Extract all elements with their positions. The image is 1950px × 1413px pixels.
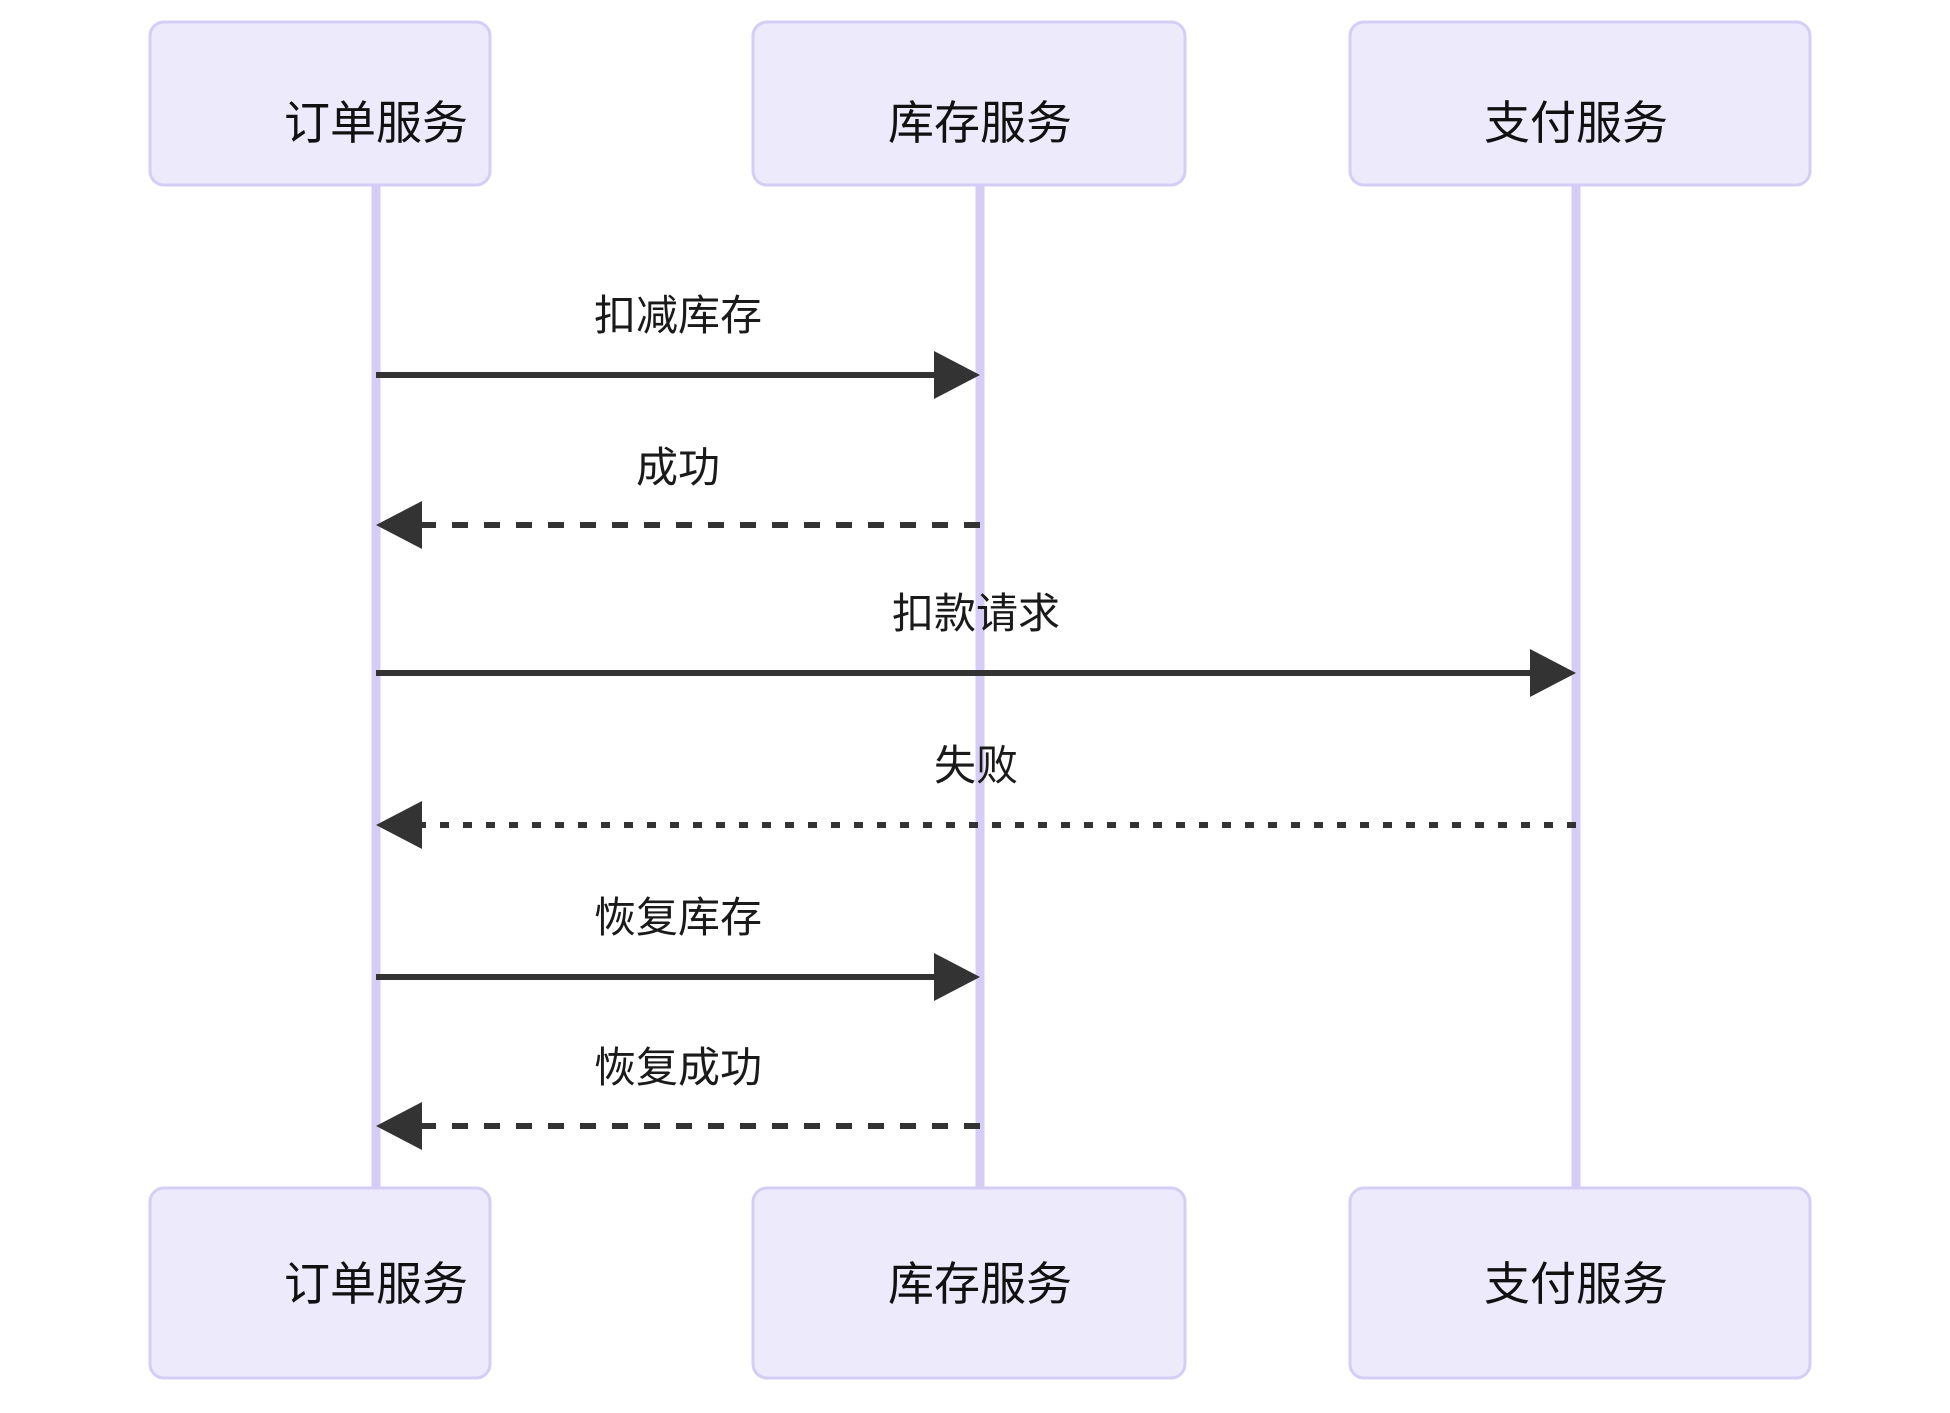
message-label: 成功	[636, 444, 720, 491]
arrow-head-right-icon	[934, 351, 980, 399]
participant-label: 订单服务	[284, 1258, 468, 1310]
message-5[interactable]: 恢复库存	[376, 894, 980, 1001]
message-label: 失败	[934, 742, 1018, 789]
participant-footer-order[interactable]: 订单服务	[148, 1186, 492, 1380]
participant-box[interactable]	[751, 20, 1187, 187]
participant-label: 支付服务	[1484, 97, 1668, 149]
message-label: 恢复成功	[594, 1044, 762, 1091]
participant-label: 支付服务	[1484, 1258, 1668, 1310]
participant-header-inventory[interactable]: 库存服务	[751, 20, 1187, 187]
message-4[interactable]: 失败	[376, 742, 1576, 849]
participant-box[interactable]	[148, 20, 492, 187]
message-3[interactable]: 扣款请求	[376, 590, 1576, 697]
participant-label: 订单服务	[284, 97, 468, 149]
participant-label: 库存服务	[888, 97, 1072, 149]
participant-header-payment[interactable]: 支付服务	[1348, 20, 1812, 187]
participant-box[interactable]	[751, 1186, 1187, 1380]
participant-box[interactable]	[148, 1186, 492, 1380]
participant-header-order[interactable]: 订单服务	[148, 20, 492, 187]
participant-label: 库存服务	[888, 1258, 1072, 1310]
arrow-head-left-icon	[376, 801, 422, 849]
lifelines-group	[371, 185, 1581, 1188]
message-2[interactable]: 成功	[376, 444, 980, 549]
participant-footer-payment[interactable]: 支付服务	[1348, 1186, 1812, 1380]
participant-box[interactable]	[1348, 1186, 1812, 1380]
message-label: 恢复库存	[594, 894, 762, 941]
arrow-head-left-icon	[376, 501, 422, 549]
participant-box[interactable]	[1348, 20, 1812, 187]
message-6[interactable]: 恢复成功	[376, 1044, 980, 1150]
arrow-head-right-icon	[1530, 649, 1576, 697]
participant-footer-inventory[interactable]: 库存服务	[751, 1186, 1187, 1380]
message-label: 扣款请求	[892, 590, 1060, 637]
message-1[interactable]: 扣减库存	[376, 292, 980, 399]
arrow-head-left-icon	[376, 1102, 422, 1150]
arrow-head-right-icon	[934, 953, 980, 1001]
message-label: 扣减库存	[594, 292, 762, 339]
